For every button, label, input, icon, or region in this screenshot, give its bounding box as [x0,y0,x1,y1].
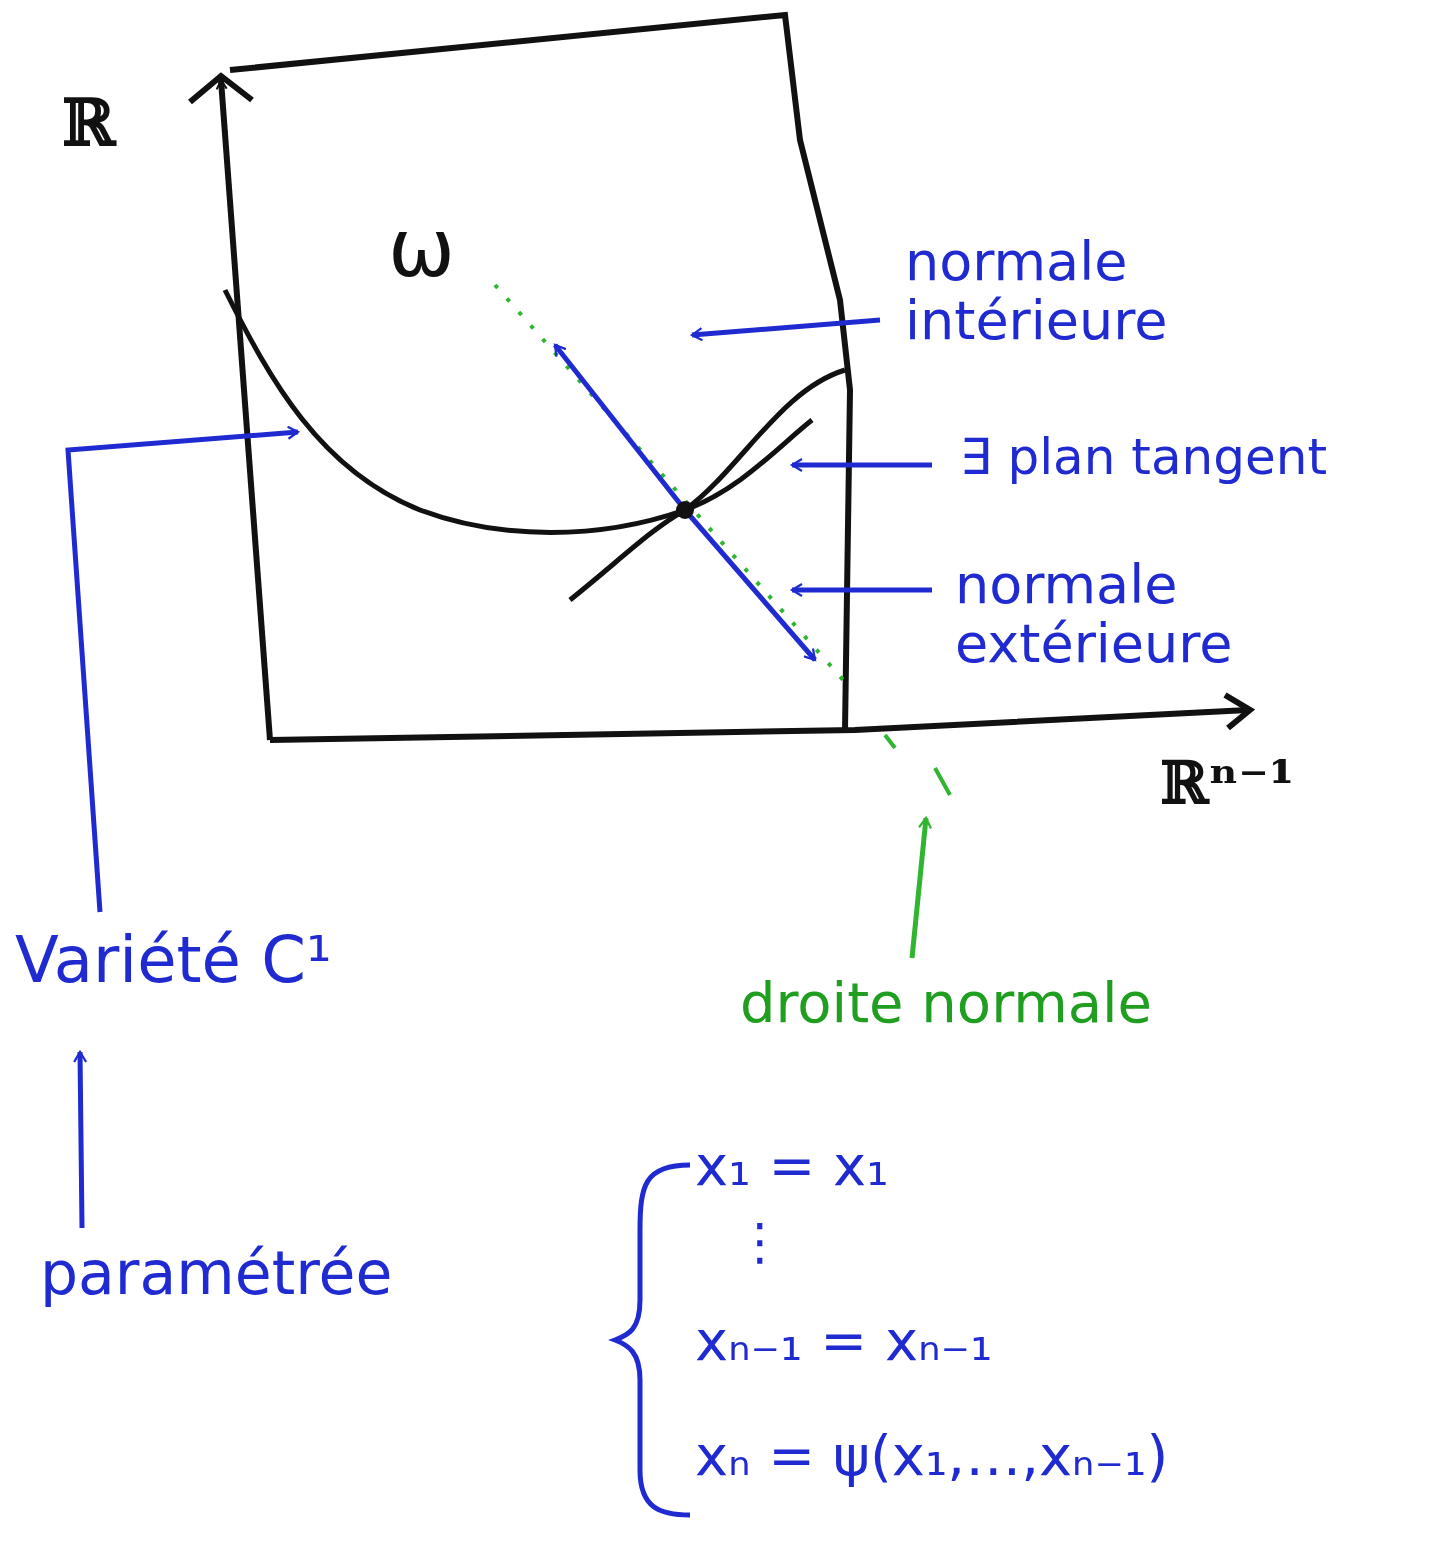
annotation: droite normale [740,972,1152,1034]
axis-label: ℝ [62,88,115,158]
annotation: Variété C¹ [15,925,332,995]
interior-normal-arrow [555,345,685,510]
horizontal-axis [270,710,1248,740]
normal-line [495,285,852,690]
system-brace [615,1165,690,1515]
equation: x₁ = x₁ [695,1135,889,1197]
axis-label: ℝⁿ⁻¹ [1160,752,1294,816]
leader-arrow [792,463,932,468]
annotation: paramétrée [40,1240,392,1306]
annotation: normale extérieure [955,555,1355,674]
set-label: ω [388,205,455,293]
axis-arrowhead [190,76,252,102]
equation: ⋮ [735,1215,785,1270]
exterior-normal-arrow [685,510,815,660]
leader-arrow [912,818,926,958]
contact-point [676,501,694,519]
leader-arrow [792,588,932,593]
equation: xₙ₋₁ = xₙ₋₁ [695,1310,992,1372]
equation: xₙ = ψ(x₁,…,xₙ₋₁) [695,1425,1168,1487]
vertical-axis [221,80,270,740]
leader-arrow [692,320,880,335]
leader-arrow [68,432,298,912]
annotation: normale intérieure [905,232,1335,351]
leader-arrow [80,1052,82,1228]
annotation: ∃ plan tangent [960,430,1327,485]
manifold-curve [225,290,812,533]
tangent-curve [570,370,845,600]
domain-box [230,15,850,730]
axis-arrowhead [1225,695,1250,728]
normal-line-dash [885,735,950,795]
